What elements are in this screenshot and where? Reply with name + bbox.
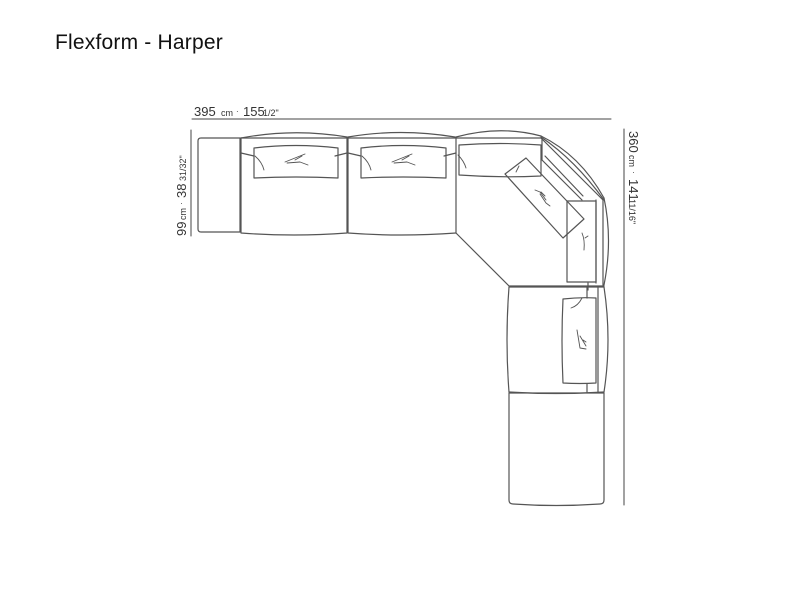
length-separator: · [629, 171, 638, 174]
back-cushion-corner [504, 157, 585, 239]
back-cushion-2 [360, 144, 447, 179]
depth-separator: · [177, 202, 186, 205]
corner-seat [455, 130, 610, 291]
back-cushion-4 [566, 200, 597, 283]
length-cm-unit: cm [627, 155, 637, 167]
depth-cm-value: 99 [174, 222, 189, 236]
depth-inch-value: 38 [174, 184, 189, 198]
width-separator: · [236, 107, 239, 116]
seat-vertical [506, 286, 609, 395]
depth-inch-fraction: 31/32" [178, 155, 188, 181]
width-cm-value: 395 [194, 104, 216, 119]
width-inch-value: 155 [243, 104, 265, 119]
dimension-width: 395 cm · 155 1/2" [191, 104, 612, 120]
dimension-depth: 99 cm · 38 31/32" [174, 129, 192, 237]
back-cushion-3 [458, 142, 542, 178]
armrest-left [197, 137, 241, 233]
length-inch-value: 141 [626, 179, 641, 201]
back-cushion-1 [253, 144, 339, 179]
depth-cm-unit: cm [178, 208, 188, 220]
width-inch-fraction: 1/2" [263, 108, 279, 118]
seat-2 [347, 131, 457, 236]
length-cm-value: 360 [626, 131, 641, 153]
dimension-length: 360 cm · 141 11/16" [623, 128, 641, 506]
seat-1 [240, 132, 348, 236]
width-cm-unit: cm [221, 108, 233, 118]
length-inch-fraction: 11/16" [627, 199, 637, 224]
ottoman-end [508, 392, 605, 507]
page-title: Flexform - Harper [55, 31, 223, 54]
